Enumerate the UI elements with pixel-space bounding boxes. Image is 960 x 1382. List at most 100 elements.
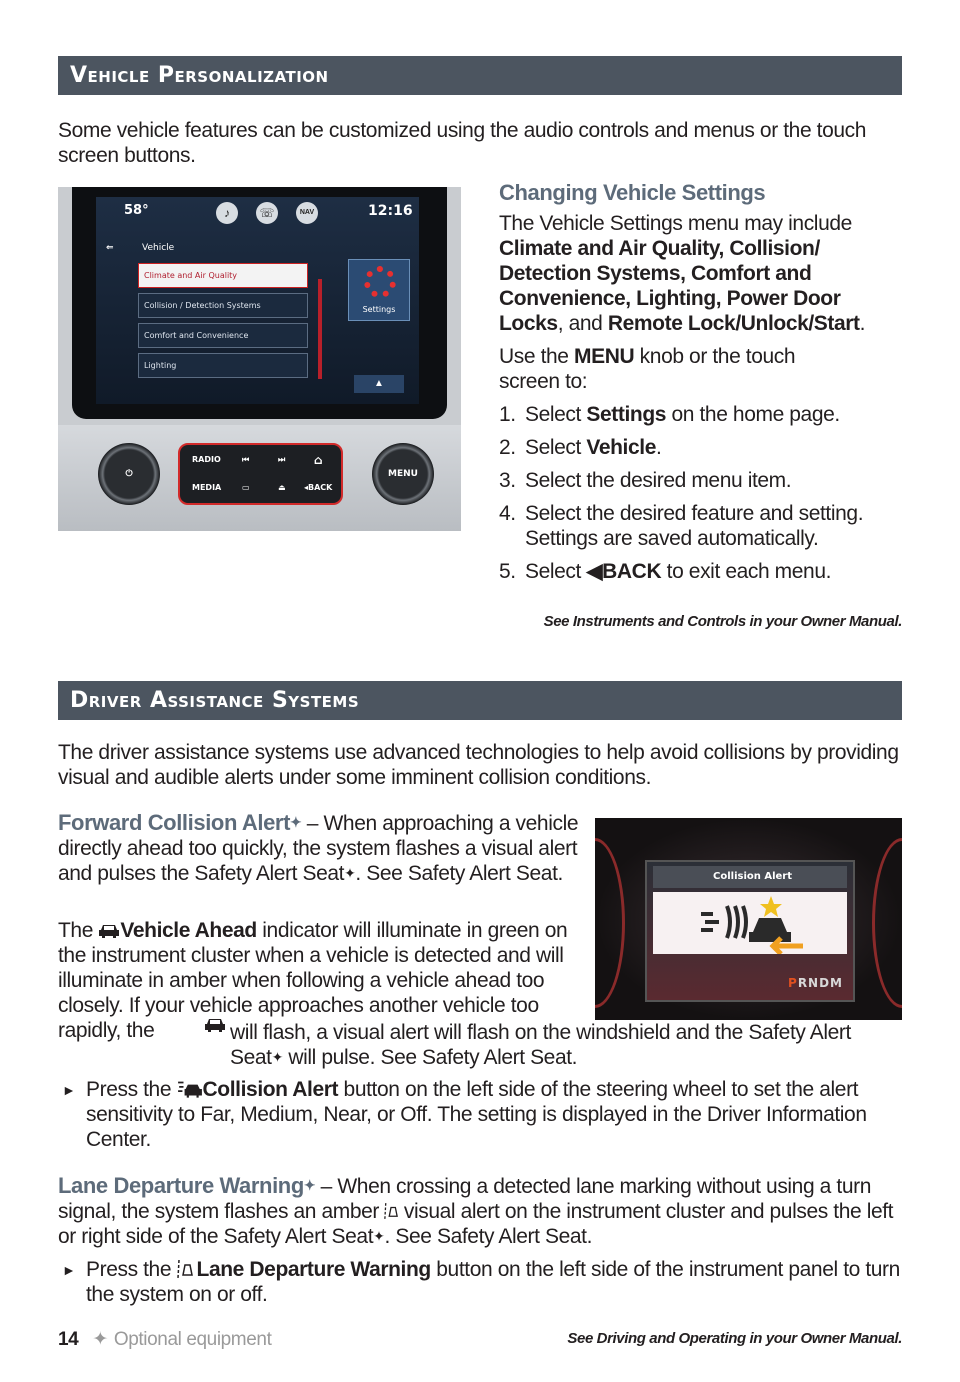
va-pre: The <box>58 919 99 942</box>
p1-mid: , and <box>557 312 608 335</box>
right-gauge <box>872 838 902 1008</box>
p1-bold2: Remote Lock/Unlock/Start <box>607 312 860 335</box>
button-panel: RADIO MEDIA ⏮ ⏭ ⌂ ▭ ⏏ ◂BACK <box>178 443 343 505</box>
p2-bold: MENU <box>574 345 635 368</box>
ldw-btn-text: button on the left side of the instrumen… <box>86 1258 900 1306</box>
chevron-up-icon: ▲ <box>354 375 404 393</box>
optional-mark: ✦ <box>92 1329 108 1350</box>
infotainment-photo: 58° ♪ ☏ NAV 12:16 ⇐ Vehicle Climate and … <box>58 187 461 531</box>
optional-label: Optional equipment <box>113 1329 272 1350</box>
ldw-instruction: Press the Lane Departure Warning button … <box>86 1257 906 1307</box>
step-4-text: Select the desired feature and setting. … <box>525 502 864 550</box>
settings-menu-paragraph: The Vehicle Settings menu may include Cl… <box>499 211 909 336</box>
ldw-heading: Lane Departure Warning <box>58 1173 304 1198</box>
screen-status-bar: 58° ♪ ☏ NAV 12:16 <box>96 197 419 229</box>
audio-controls: ⏻ RADIO MEDIA ⏮ ⏭ ⌂ ▭ ⏏ ◂BACK MENU <box>58 425 461 531</box>
va-text: indicator will illuminate in green on th… <box>58 919 568 1042</box>
menu-item-lighting: Lighting <box>138 353 308 378</box>
step-4: 4.Select the desired feature and setting… <box>499 501 909 551</box>
collision-warning-icon <box>701 896 803 956</box>
step-5: 5.Select ◀BACK to exit each menu. <box>499 559 909 584</box>
page-number: 14 <box>58 1329 79 1350</box>
step-3: 3.Select the desired menu item. <box>499 468 909 493</box>
step-1-bold: Settings <box>586 403 667 426</box>
screen-back-label: Vehicle <box>142 243 175 253</box>
collision-alert-graphic <box>653 892 847 956</box>
fca-heading-mark: ✦ <box>290 814 302 830</box>
menu-knob: MENU <box>372 443 434 505</box>
step-2-num: 2. <box>499 436 516 459</box>
p2-pre: Use the <box>499 345 575 368</box>
lane-departure-button-icon <box>176 1259 193 1279</box>
gear-icon <box>364 266 396 298</box>
personalization-reference: See Instruments and Controls in your Own… <box>543 613 903 630</box>
fca-heading: Forward Collision Alert <box>58 810 291 835</box>
lane-departure-paragraph: Lane Departure Warning✦ – When crossing … <box>58 1173 908 1249</box>
collision-alert-instruction: Press the Collision Alert button on the … <box>86 1077 906 1152</box>
step-2-pre: Select <box>525 436 587 459</box>
step-1: 1. Select Settings on the home page. <box>499 402 909 427</box>
eject-icon: ⏏ <box>278 483 286 492</box>
ca-text: button on the left side of the steering … <box>86 1078 867 1151</box>
step-1-num: 1. <box>499 403 516 426</box>
ldw-pre: Press the <box>86 1258 177 1281</box>
next-icon: ⏭ <box>278 455 286 464</box>
vehicle-ahead-icon <box>99 925 120 938</box>
power-knob-icon: ⏻ <box>98 443 160 505</box>
vehicle-ahead-paragraph-cont: will flash, a visual alert will flash on… <box>58 1019 908 1070</box>
step-1-pre: Select <box>525 403 587 426</box>
collision-alert-icon <box>177 1081 202 1098</box>
temperature: 58° <box>124 203 149 218</box>
radio-button: RADIO <box>192 455 221 464</box>
left-gauge <box>595 838 625 1008</box>
menu-item-climate: Climate and Air Quality <box>138 263 308 288</box>
step-3-num: 3. <box>499 469 516 492</box>
changing-settings-heading: Changing Vehicle Settings <box>499 180 766 205</box>
va-text3: will pulse. See Safety Alert Seat. <box>282 1046 578 1069</box>
source-icon: ▭ <box>242 483 250 492</box>
fca-text1: – When approaching a vehicle directly ah… <box>58 812 579 885</box>
driver-assistance-intro: The driver assistance systems use advanc… <box>58 741 899 789</box>
screen-scrollbar <box>318 279 322 379</box>
p1-bold: Climate and Air Quality, Collision/ Dete… <box>499 237 841 335</box>
cluster-display: Collision Alert PRNDM <box>645 860 855 1002</box>
personalization-intro: Some vehicle features can be customized … <box>58 119 867 167</box>
menu-item-comfort: Comfort and Convenience <box>138 323 308 348</box>
home-icon: ⌂ <box>314 453 323 467</box>
ldw-seat-mark: ✦ <box>373 1228 385 1244</box>
bullet-icon: ► <box>62 1082 76 1098</box>
instrument-cluster-photo: Collision Alert PRNDM <box>595 818 902 1020</box>
gear-rest: RNDM <box>797 976 843 990</box>
step-5-post: to exit each menu. <box>661 560 832 583</box>
vehicle-ahead-icon-inline <box>205 1019 225 1032</box>
page-footer: 14 ✦Optional equipment <box>58 1328 272 1351</box>
p1-end: . <box>859 312 866 335</box>
ldw-text1: – When crossing a detected lane marking … <box>58 1175 871 1223</box>
nav-icon: NAV <box>296 202 318 224</box>
cluster-title: Collision Alert <box>653 866 847 888</box>
step-1-post: on the home page. <box>666 403 840 426</box>
step-5-pre: Select <box>525 560 587 583</box>
phone-icon: ☏ <box>256 202 278 224</box>
back-button: ◂BACK <box>304 483 333 492</box>
ldw-bold: Lane Departure Warning <box>196 1258 432 1281</box>
settings-tile-label: Settings <box>362 305 396 314</box>
settings-instructions: Changing Vehicle Settings The Vehicle Se… <box>499 180 909 592</box>
ldw-heading-mark: ✦ <box>303 1177 316 1193</box>
forward-collision-paragraph: Forward Collision Alert✦ – When approach… <box>58 810 580 886</box>
fca-seat-mark: ✦ <box>344 865 356 881</box>
settings-tile: Settings <box>348 259 410 321</box>
ca-pre: Press the <box>86 1078 177 1101</box>
step-2: 2.Select Vehicle. <box>499 435 909 460</box>
section-title-driver-assistance: Driver Assistance Systems <box>58 681 902 720</box>
step-5-bold: BACK <box>602 560 662 583</box>
steps-list: 1. Select Settings on the home page. 2. Se… <box>499 402 909 584</box>
previous-icon: ⏮ <box>242 455 250 464</box>
driver-assistance-reference: See Driving and Operating in your Owner … <box>567 1330 902 1347</box>
back-arrow-icon: ⇐ <box>106 243 114 253</box>
va-seat-mark: ✦ <box>271 1049 284 1065</box>
lane-departure-icon <box>384 1203 399 1219</box>
touch-screen: 58° ♪ ☏ NAV 12:16 ⇐ Vehicle Climate and … <box>96 197 419 404</box>
menu-knob-paragraph: Use the MENU knob or the touch screen to… <box>499 344 819 394</box>
music-note-icon: ♪ <box>216 202 238 224</box>
